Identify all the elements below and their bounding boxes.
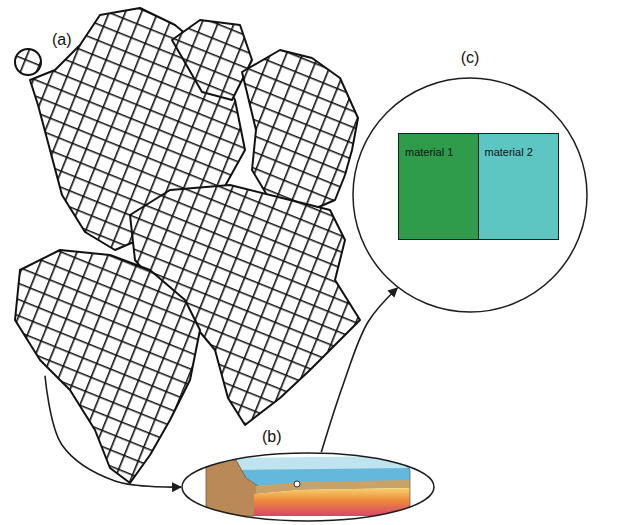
continent-map <box>15 8 360 483</box>
map-island <box>15 49 41 75</box>
panel-label: (b) <box>262 427 282 446</box>
section-ellipse-outline <box>181 452 435 522</box>
panel-label: (a) <box>52 30 72 49</box>
zoom-circle: (c)material 1material 2 <box>352 77 588 313</box>
material-label: material 1 <box>405 146 453 159</box>
outline-shape <box>182 453 434 521</box>
continent-outline <box>242 50 358 215</box>
continental-cliff <box>206 458 258 516</box>
section-ellipse: (b) <box>181 452 435 522</box>
map-panel: (a) <box>45 10 370 485</box>
material-label: material 2 <box>485 146 533 159</box>
outline-shape <box>353 78 587 312</box>
continent-outline <box>15 250 200 483</box>
connector-arrow <box>321 288 397 452</box>
boundary-point <box>294 481 300 487</box>
material-box: material 2 <box>478 133 559 240</box>
continent-outline <box>172 20 252 100</box>
cross-section-illustration <box>206 456 410 516</box>
material-box: material 1 <box>398 133 479 240</box>
panel-label: (c) <box>461 48 480 67</box>
connector-arrow <box>45 376 181 487</box>
mantle-layer <box>254 488 410 516</box>
